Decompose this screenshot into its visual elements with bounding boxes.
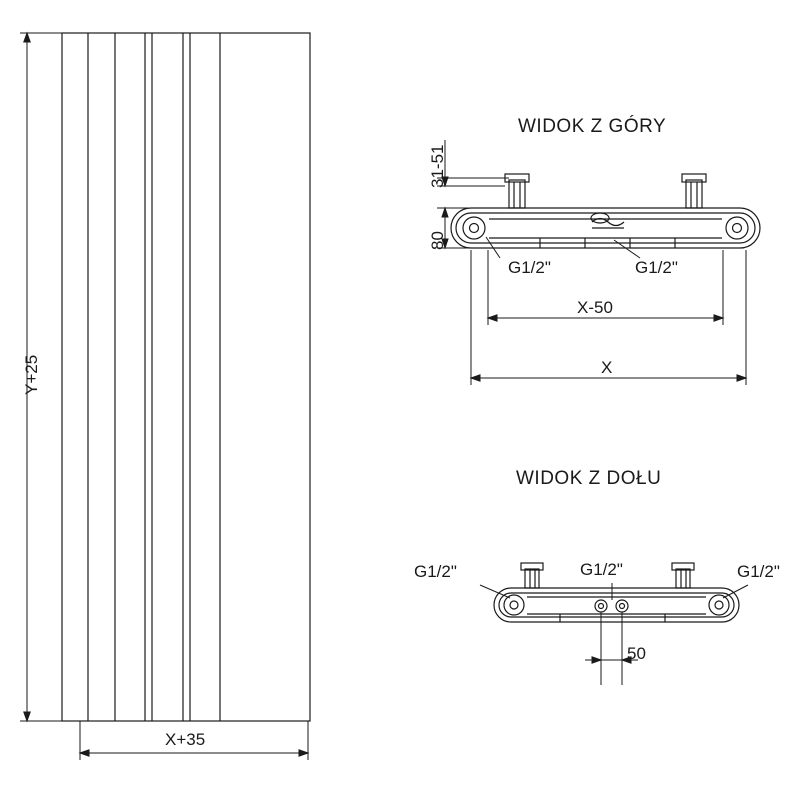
bottom-view-connector-right-label: G1/2" [737, 562, 780, 581]
leader-bottom-right [722, 584, 749, 599]
top-view-connector-right-label: G1/2" [635, 258, 678, 277]
leader-right-connector [613, 239, 641, 259]
bottom-view-dim-50 [585, 612, 638, 685]
top-view [437, 140, 761, 385]
bottom-view-center-hole-left [597, 602, 605, 610]
bottom-view-center-hole-right [618, 602, 626, 610]
top-view-bracket-right [681, 173, 707, 209]
dim80-arrow-bottom [441, 238, 449, 250]
bottom-view-leaders [479, 583, 749, 600]
top-view-title: WIDOK Z GÓRY [518, 116, 667, 137]
top-view-connector-leaders [485, 236, 641, 259]
x50-arrow-right [713, 314, 725, 322]
bottom-view-center-port-left [594, 599, 608, 613]
bottom-view-title: WIDOK Z DOŁU [516, 468, 662, 489]
bottom-view-connector-center-label: G1/2" [580, 560, 623, 579]
front-width-label: X+35 [165, 730, 206, 749]
bottom-view-bracket-right [671, 562, 695, 589]
top-view-body-inner [455, 212, 756, 244]
bottom-view-left-port [509, 600, 519, 610]
bottom-view-center-port-right [615, 599, 629, 613]
leader-left-connector [485, 236, 501, 259]
width-arrow-right [298, 749, 310, 757]
top-view-right-cap [725, 216, 749, 240]
top-view-left-cap [462, 216, 486, 240]
top-view-dim-x50-label: X-50 [577, 298, 613, 317]
top-view-center-knob [590, 212, 610, 224]
top-view-dim-80-label: 80 [428, 231, 447, 250]
bottom-view-dim-50-label: 50 [627, 644, 646, 663]
height-arrow-bottom [23, 711, 31, 723]
dim80-arrow-top [441, 206, 449, 218]
front-width-dimension [78, 721, 310, 760]
bottom-view-body-outline [493, 587, 740, 623]
top-view-body-outline [450, 207, 761, 249]
bottom-view-body-inner [498, 592, 735, 618]
x-arrow-right [736, 374, 748, 382]
front-height-label: Y+25 [22, 354, 41, 395]
x-arrow-left [469, 374, 481, 382]
top-view-dim-x50 [486, 250, 725, 325]
dim50-arrow-right [620, 656, 632, 664]
top-view-left-port [468, 222, 480, 234]
front-view [61, 32, 311, 722]
top-view-dim-31-51-label: 31-51 [428, 144, 447, 188]
width-arrow-left [78, 749, 90, 757]
top-view-dim-x-label: X [601, 358, 613, 377]
top-view-vertical-dims [437, 140, 509, 250]
top-view-right-port [731, 222, 743, 234]
height-arrow-top [23, 31, 31, 43]
dim31-arrow [441, 176, 449, 188]
front-view-body [61, 32, 311, 722]
bottom-view-connector-left-label: G1/2" [414, 562, 457, 581]
dim50-arrow-left [591, 656, 603, 664]
front-height-dimension [20, 31, 62, 723]
bottom-view [479, 562, 749, 685]
top-view-dim-x [469, 250, 748, 385]
bottom-view-right-port [714, 600, 724, 610]
top-view-bracket-left [504, 173, 530, 209]
bottom-view-bracket-left [520, 562, 544, 589]
leader-bottom-left [479, 584, 511, 599]
bottom-view-right-cap [708, 594, 730, 616]
top-view-connector-left-label: G1/2" [508, 258, 551, 277]
bottom-view-left-cap [503, 594, 525, 616]
top-view-center-valve [591, 217, 625, 227]
x50-arrow-left [486, 314, 498, 322]
